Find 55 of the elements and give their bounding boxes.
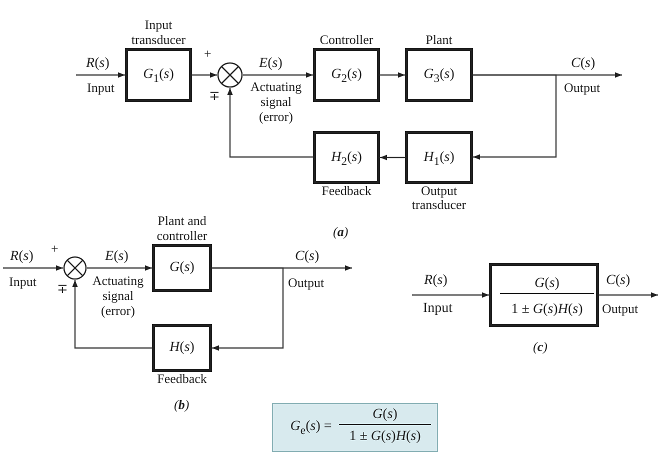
figure-caption: (a) (332, 225, 350, 240)
signal-arrow (76, 72, 125, 78)
signal-arrow (243, 72, 313, 78)
block-caption: Plant (424, 32, 454, 47)
signal-name: Input (8, 275, 38, 290)
signal-arrow (212, 267, 284, 351)
sign-label: + (51, 242, 58, 256)
signal-name: Output (601, 302, 640, 317)
sign-label: ∓ (57, 282, 68, 296)
transfer-function: G(s) (168, 260, 196, 276)
block-caption: Output transducer (410, 184, 468, 213)
sign-label: ∓ (209, 89, 220, 104)
transfer-function-block (489, 263, 599, 327)
formula-box (272, 403, 438, 452)
figure-caption: (b) (173, 398, 190, 413)
signal-arrow (599, 292, 658, 298)
signal-label: C(s) (570, 56, 596, 72)
block-caption: Plant and controller (156, 214, 208, 243)
signal-arrow (473, 74, 557, 160)
signal-name: Input (422, 301, 454, 318)
signal-arrow (380, 72, 405, 78)
signal-label: E(s) (104, 249, 130, 266)
transfer-function: H(s) (168, 340, 196, 356)
transfer-function: H$_{1}$(s) (422, 150, 456, 168)
signal-arrow (3, 265, 63, 271)
signal-label: R(s) (9, 249, 34, 266)
signal-label: C(s) (294, 249, 320, 266)
signal-arrow (72, 280, 152, 349)
signal-name: Output (563, 81, 602, 96)
signal-arrow (380, 154, 405, 160)
signal-arrow (412, 292, 489, 298)
transfer-function: G$_{3}$(s) (422, 67, 456, 86)
formula-lhs: G$_{e}$(s) = (289, 419, 333, 438)
signal-label: R(s) (85, 56, 110, 72)
signal-arrow (192, 72, 217, 78)
fraction-numerator: G(s) (500, 276, 594, 294)
signal-label: C(s) (605, 273, 632, 290)
signal-arrow (227, 88, 313, 158)
signal-arrow (87, 265, 152, 271)
block-caption: Controller (318, 32, 374, 47)
signal-name: Output (287, 276, 326, 291)
fraction-denominator: 1 ± G(s)H(s) (348, 429, 422, 444)
signal-label: E(s) (258, 56, 284, 72)
block-caption: Feedback (156, 372, 208, 386)
block-caption: Feedback (320, 184, 372, 198)
transfer-function: G$_{1}$(s) (142, 67, 175, 86)
transfer-function: H$_{2}$(s) (330, 150, 363, 168)
signal-name: Input (86, 81, 116, 96)
sign-label: + (204, 47, 212, 62)
transfer-function: G$_{2}$(s) (330, 67, 363, 86)
fraction-denominator: 1 ± G(s)H(s) (510, 302, 584, 318)
block-caption: Input transducer (130, 18, 187, 47)
signal-label: R(s) (423, 273, 448, 290)
figure-caption: (c) (532, 340, 548, 355)
fraction-numerator: G(s) (339, 407, 431, 426)
